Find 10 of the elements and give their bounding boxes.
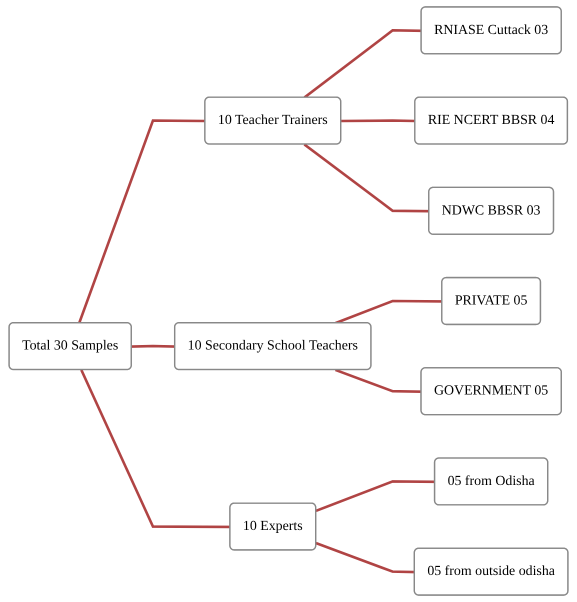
connector [304,143,430,213]
connector [316,542,415,574]
connector [335,368,422,393]
connector [304,29,422,99]
connector [80,369,230,528]
connector [132,344,176,348]
connector [316,480,435,512]
connector [334,300,442,324]
connector [341,119,416,122]
connector [78,119,206,324]
